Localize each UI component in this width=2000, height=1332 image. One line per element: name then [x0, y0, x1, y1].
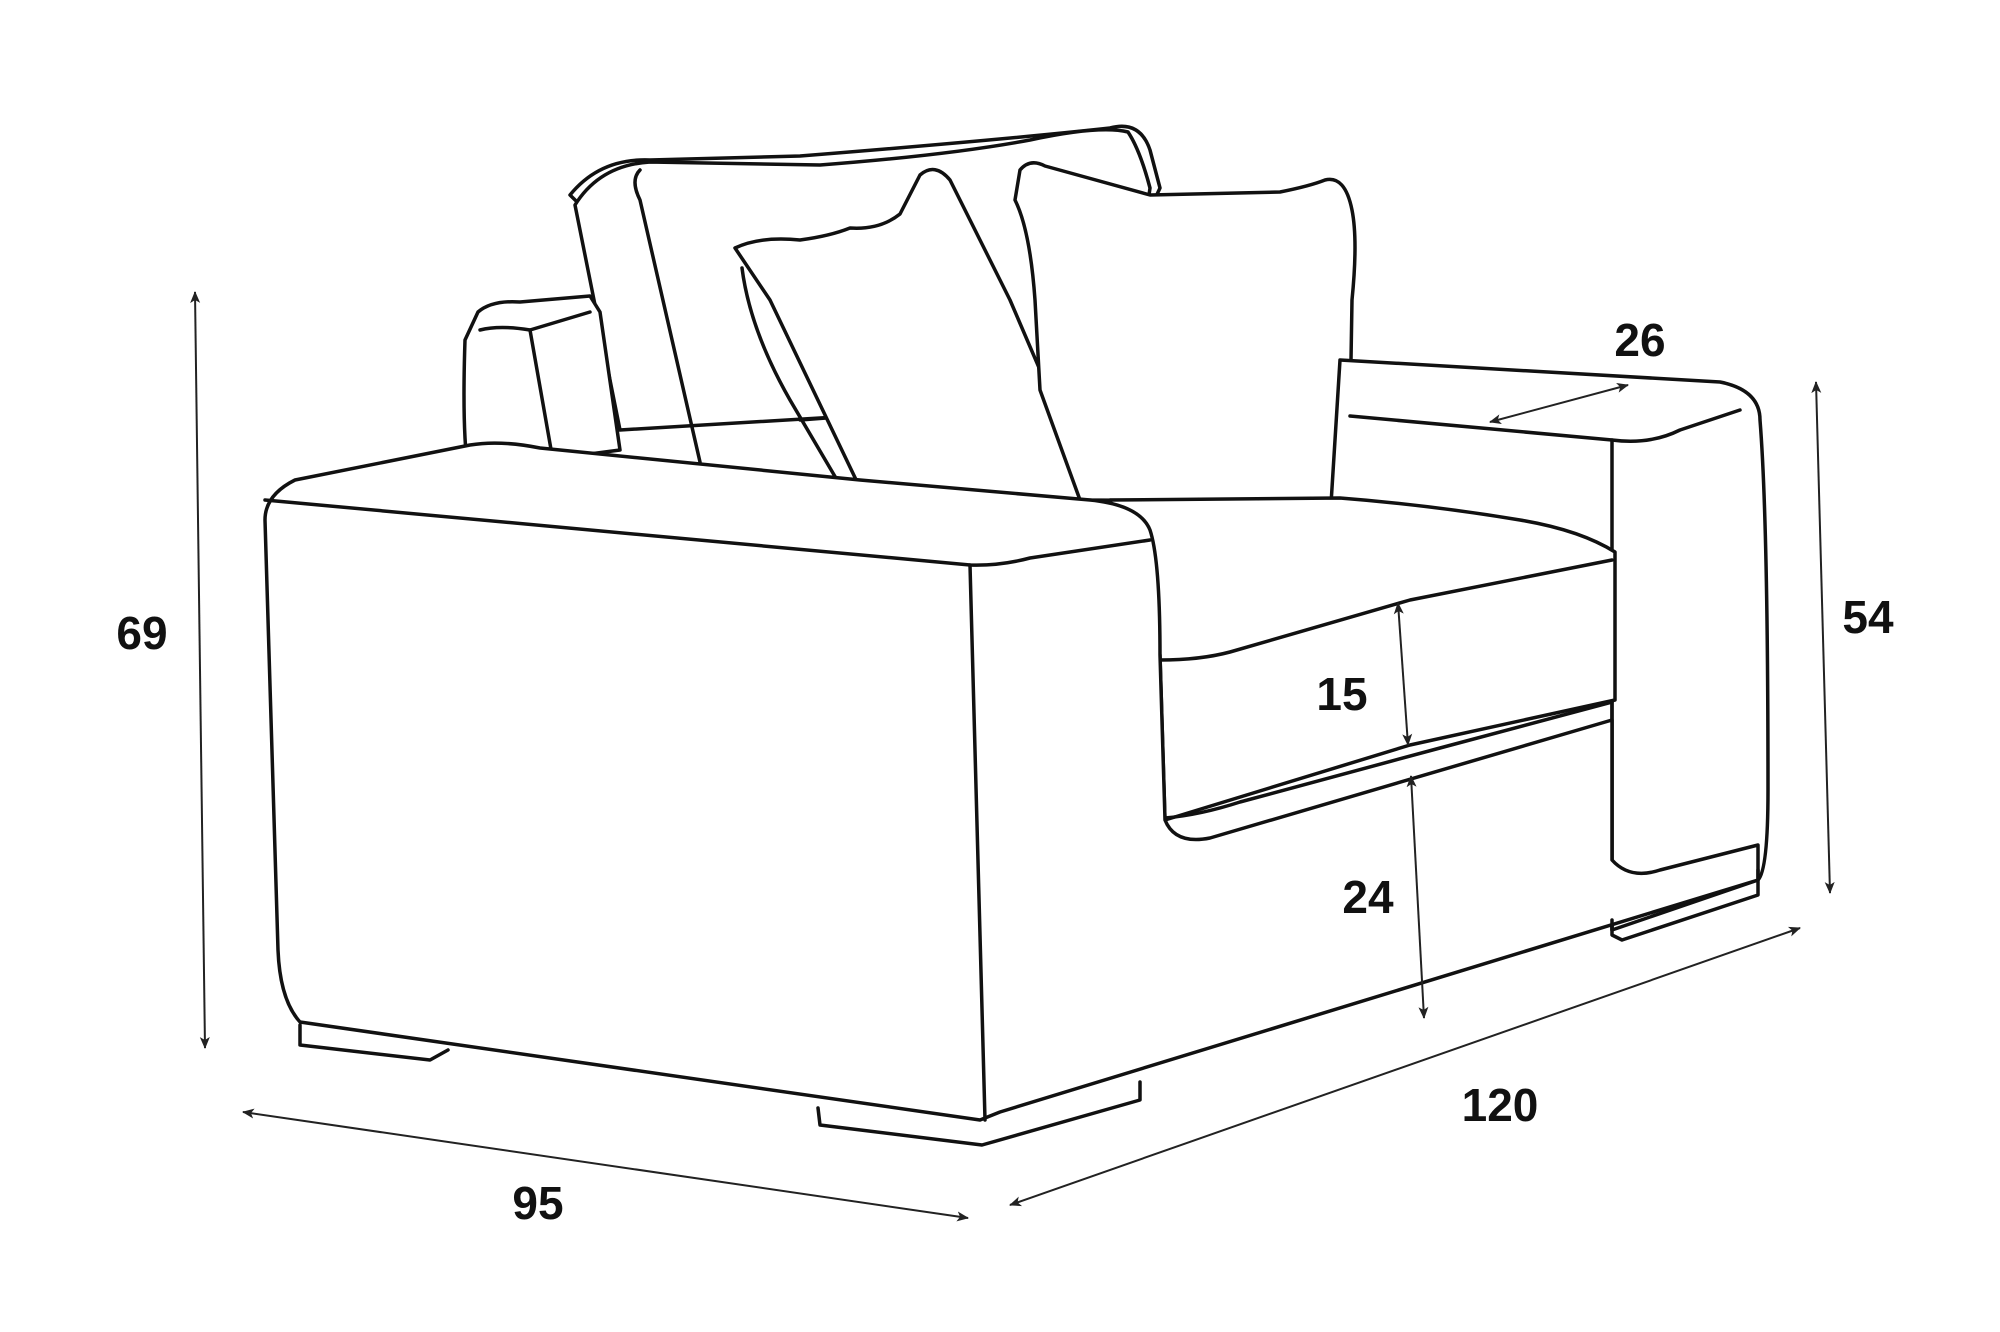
dim-line-depth [242, 1108, 969, 1222]
throw-pillow-middle [733, 167, 1082, 502]
dim-line-arm-width [1489, 383, 1629, 424]
label-depth: 95 [512, 1177, 564, 1229]
dim-line-width [1009, 926, 1801, 1207]
label-height-total: 69 [116, 607, 168, 659]
dim-line-arm-height [1811, 381, 1835, 894]
dim-line-cushion-thickness [1393, 602, 1413, 746]
dim-line-height-total [190, 291, 210, 1049]
label-arm-height: 54 [1842, 591, 1894, 643]
dim-line-seat-height [1406, 775, 1429, 1019]
seat-cushion [1108, 496, 1617, 822]
label-arm-width: 26 [1614, 314, 1666, 366]
foot-front-left [298, 1023, 450, 1062]
label-cushion-thickness: 15 [1316, 668, 1368, 720]
label-width: 120 [1461, 1079, 1539, 1131]
label-seat-height: 24 [1342, 871, 1394, 923]
throw-pillow-right [1013, 161, 1377, 504]
